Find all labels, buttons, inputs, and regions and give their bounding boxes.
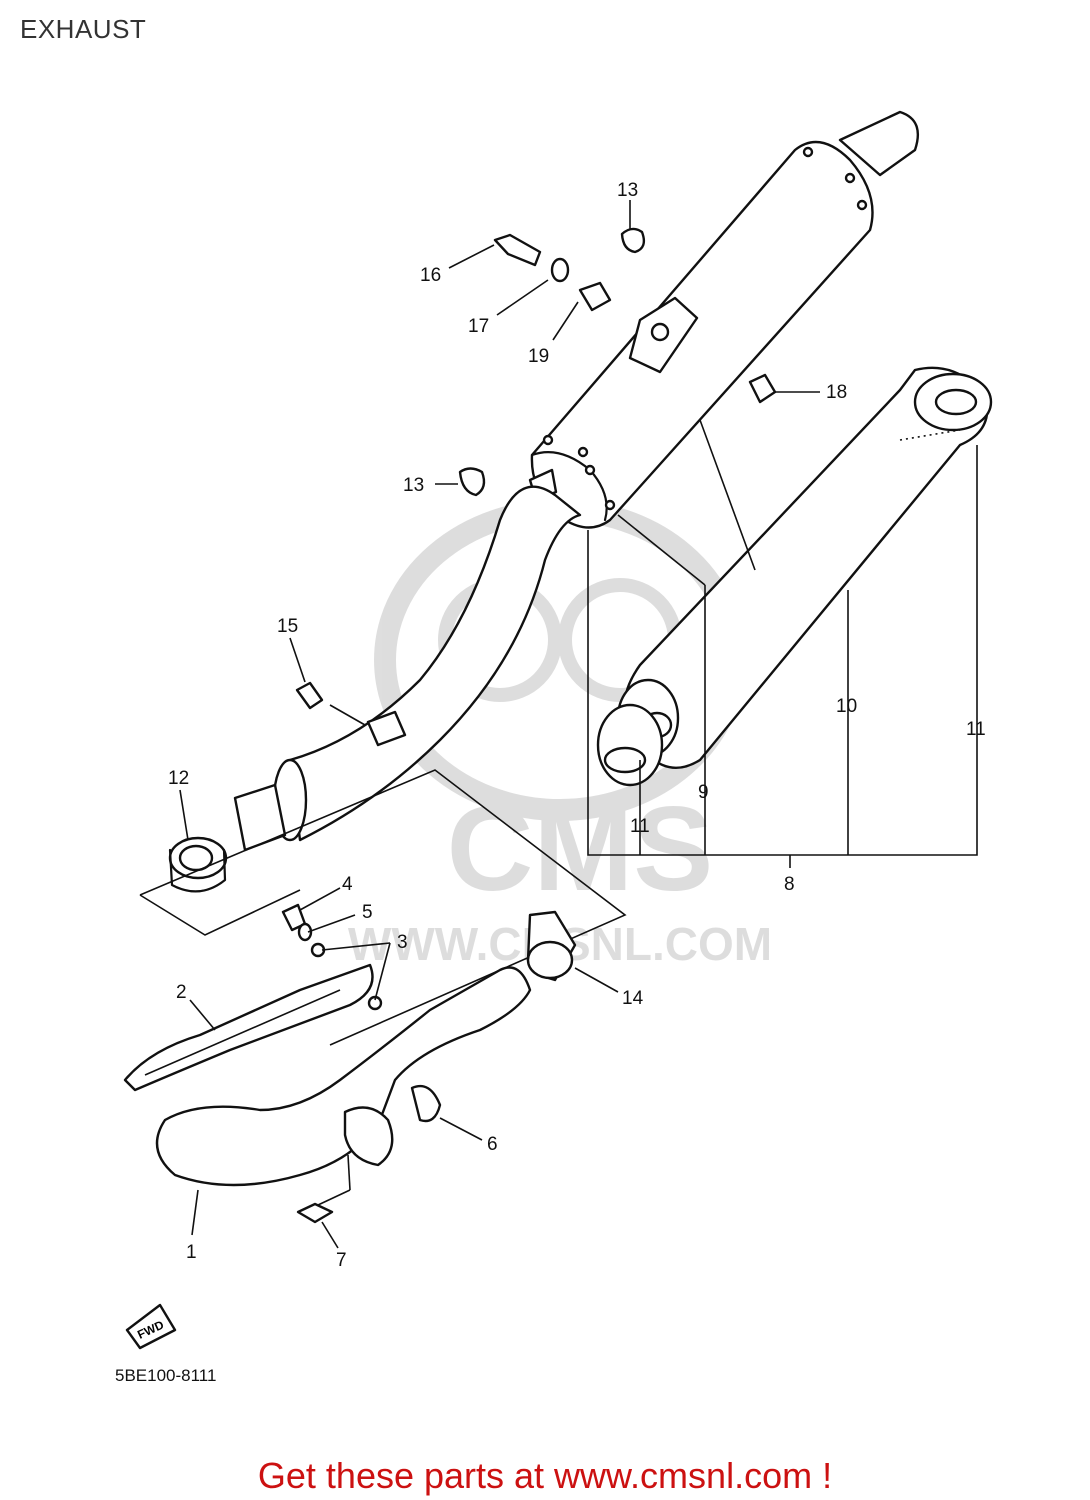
muffler-cover <box>596 366 993 787</box>
callout-8: 8 <box>784 874 795 895</box>
watermark-brand: CMS <box>447 782 714 916</box>
exhaust-middle-pipe <box>168 485 582 893</box>
callout-2: 2 <box>176 982 187 1003</box>
callout-6: 6 <box>487 1134 498 1155</box>
diagram-code: 5BE100-8111 <box>115 1366 217 1385</box>
callout-4: 4 <box>342 874 353 895</box>
callout-16: 16 <box>420 265 441 286</box>
callout-7: 7 <box>336 1250 347 1271</box>
callout-11-left: 11 <box>630 816 650 837</box>
callout-19: 19 <box>528 346 549 367</box>
callout-1: 1 <box>186 1242 197 1263</box>
callout-10: 10 <box>836 696 857 717</box>
assembly-outline <box>139 769 627 1046</box>
hardware: FWD <box>125 227 777 1350</box>
callout-13-top: 13 <box>617 180 638 201</box>
callout-11-right: 11 <box>966 719 986 740</box>
callout-3: 3 <box>397 932 408 953</box>
callout-12: 12 <box>168 768 189 789</box>
page-title: EXHAUST <box>20 14 147 44</box>
promo-link[interactable]: Get these parts at www.cmsnl.com ! <box>257 1455 833 1496</box>
front-pipe <box>123 910 577 1187</box>
callout-14: 14 <box>622 988 644 1009</box>
callout-17: 17 <box>468 316 489 337</box>
callout-9: 9 <box>698 782 709 803</box>
muffler-assembly <box>528 110 920 529</box>
callout-18: 18 <box>826 382 847 403</box>
callout-13-mid: 13 <box>403 475 424 496</box>
callout-labels: 1 2 3 4 5 6 7 8 9 10 11 11 12 13 13 14 1… <box>168 180 986 1271</box>
callout-15: 15 <box>277 616 298 637</box>
callout-5: 5 <box>362 902 373 923</box>
leader-lines <box>179 200 978 1249</box>
